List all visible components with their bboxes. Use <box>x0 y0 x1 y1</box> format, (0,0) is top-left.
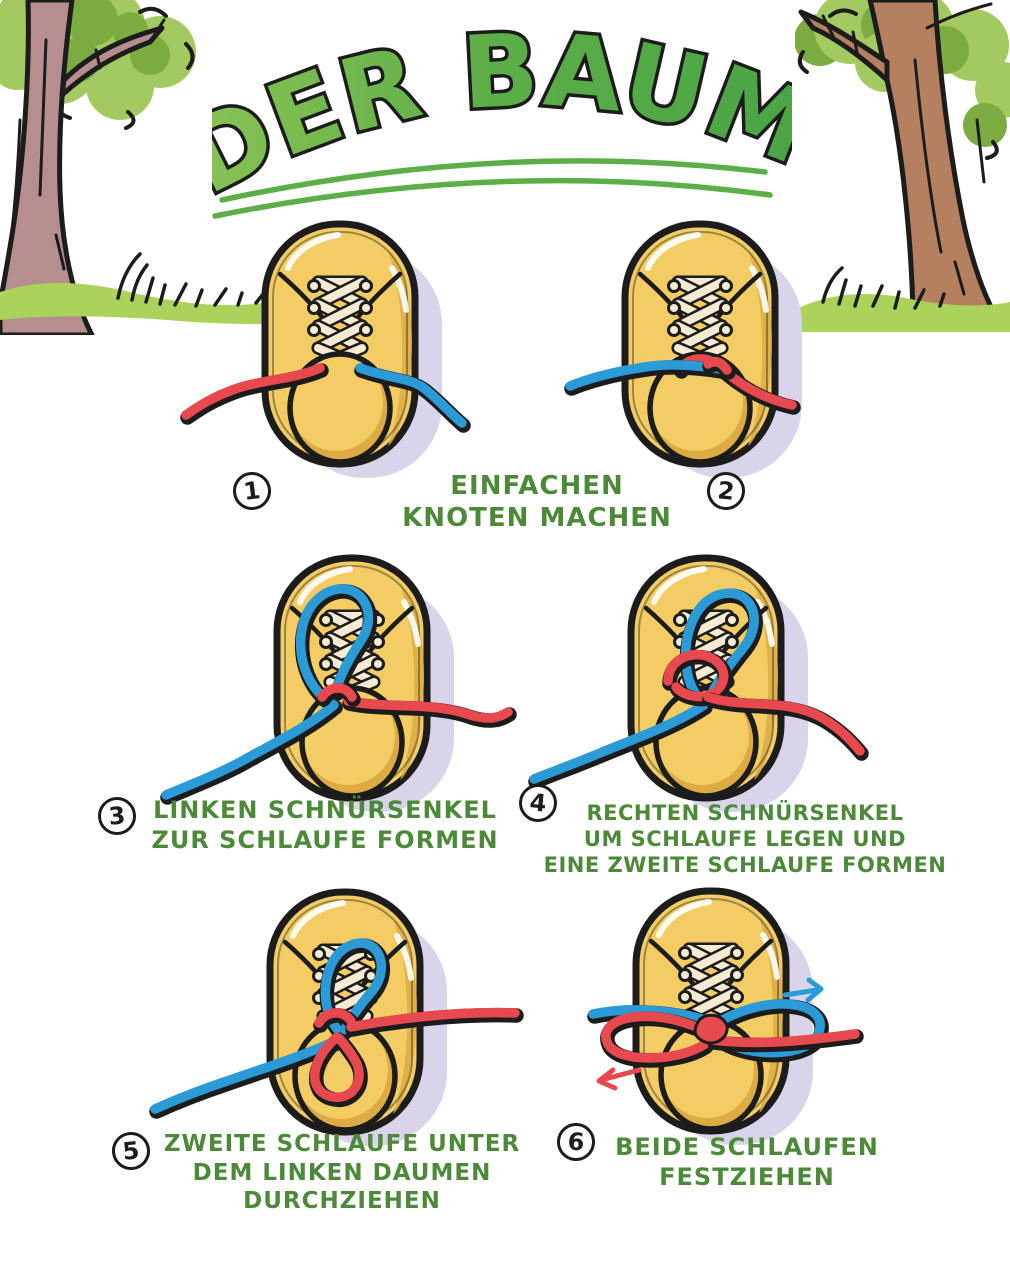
tree-icon <box>795 0 1010 332</box>
step-2-illustration <box>564 207 930 517</box>
step-6-illustration <box>587 874 864 1184</box>
caption-line: KNOTEN MACHEN <box>402 503 672 534</box>
caption-line: UM SCHLAUFE LEGEN UND <box>583 827 907 852</box>
arrow-left-icon <box>596 1067 642 1091</box>
red-lace-knot-wrap <box>314 1008 356 1028</box>
caption-line: RECHTEN SCHNÜRSENKEL <box>586 801 904 825</box>
caption-step-3: LINKEN SCHNÜRSENKEL ZUR SCHLAUFE FORMEN <box>135 796 515 856</box>
title-banner: DER BAUM <box>212 20 792 220</box>
caption-line: EINFACHEN <box>450 471 624 501</box>
red-lace-knot-wrap <box>703 357 732 375</box>
caption-line: DURCHZIEHEN <box>243 1188 441 1215</box>
red-lace-knot-wrap <box>317 683 357 702</box>
tree-trunk <box>0 0 95 335</box>
red-lace-tail <box>708 1029 860 1048</box>
step-4-illustration <box>528 541 869 851</box>
caption-step-6: BEIDE SCHLAUFEN FESTZIEHEN <box>587 1133 907 1193</box>
caption-line: DEM LINKEN DAUMEN <box>192 1159 492 1186</box>
blue-lace <box>565 360 725 391</box>
caption-line: BEIDE SCHLAUFEN <box>615 1133 879 1161</box>
caption-line: LINKEN SCHNÜRSENKEL <box>153 796 497 824</box>
caption-line: FESTZIEHEN <box>659 1162 835 1191</box>
tree-icon <box>0 0 340 335</box>
caption-step-5: ZWEITE SCHLAUFE UNTER DEM LINKEN DAUMEN … <box>142 1130 542 1216</box>
red-lace <box>343 696 513 723</box>
grass <box>795 294 1010 332</box>
red-lace <box>181 363 325 420</box>
step-1-illustration <box>180 207 471 517</box>
step-5-illustration <box>149 875 524 1185</box>
caption-line: EINE ZWEITE SCHLAUFE FORMEN <box>543 853 947 878</box>
blue-lace-loop <box>320 938 387 1038</box>
grass-tufts <box>821 266 946 310</box>
red-lace-tail <box>703 692 865 756</box>
red-lace-tail <box>346 1007 520 1032</box>
caption-steps-1-2: EINFACHEN KNOTEN MACHEN <box>377 470 697 534</box>
arrow-right-icon <box>782 977 824 1003</box>
knot <box>693 1013 729 1045</box>
blue-lace-tail <box>161 700 339 800</box>
red-lace-loop <box>310 1032 364 1103</box>
caption-line: ZUR SCHLAUFE FORMEN <box>151 825 499 854</box>
blue-lace-tail <box>529 700 709 784</box>
blue-lace <box>355 363 467 428</box>
blue-lace-loop <box>295 584 374 710</box>
red-lace-wrap <box>663 649 729 702</box>
caption-step-4: RECHTEN SCHNÜRSENKEL UM SCHLAUFE LEGEN U… <box>535 800 955 878</box>
blue-lace-tail <box>150 1036 340 1114</box>
grass <box>0 282 340 324</box>
title-underline <box>219 158 768 203</box>
step-3-illustration <box>160 541 517 851</box>
title-underline <box>212 177 773 219</box>
caption-line: ZWEITE SCHLAUFE UNTER <box>163 1131 521 1157</box>
red-lace-loop <box>601 1011 710 1063</box>
